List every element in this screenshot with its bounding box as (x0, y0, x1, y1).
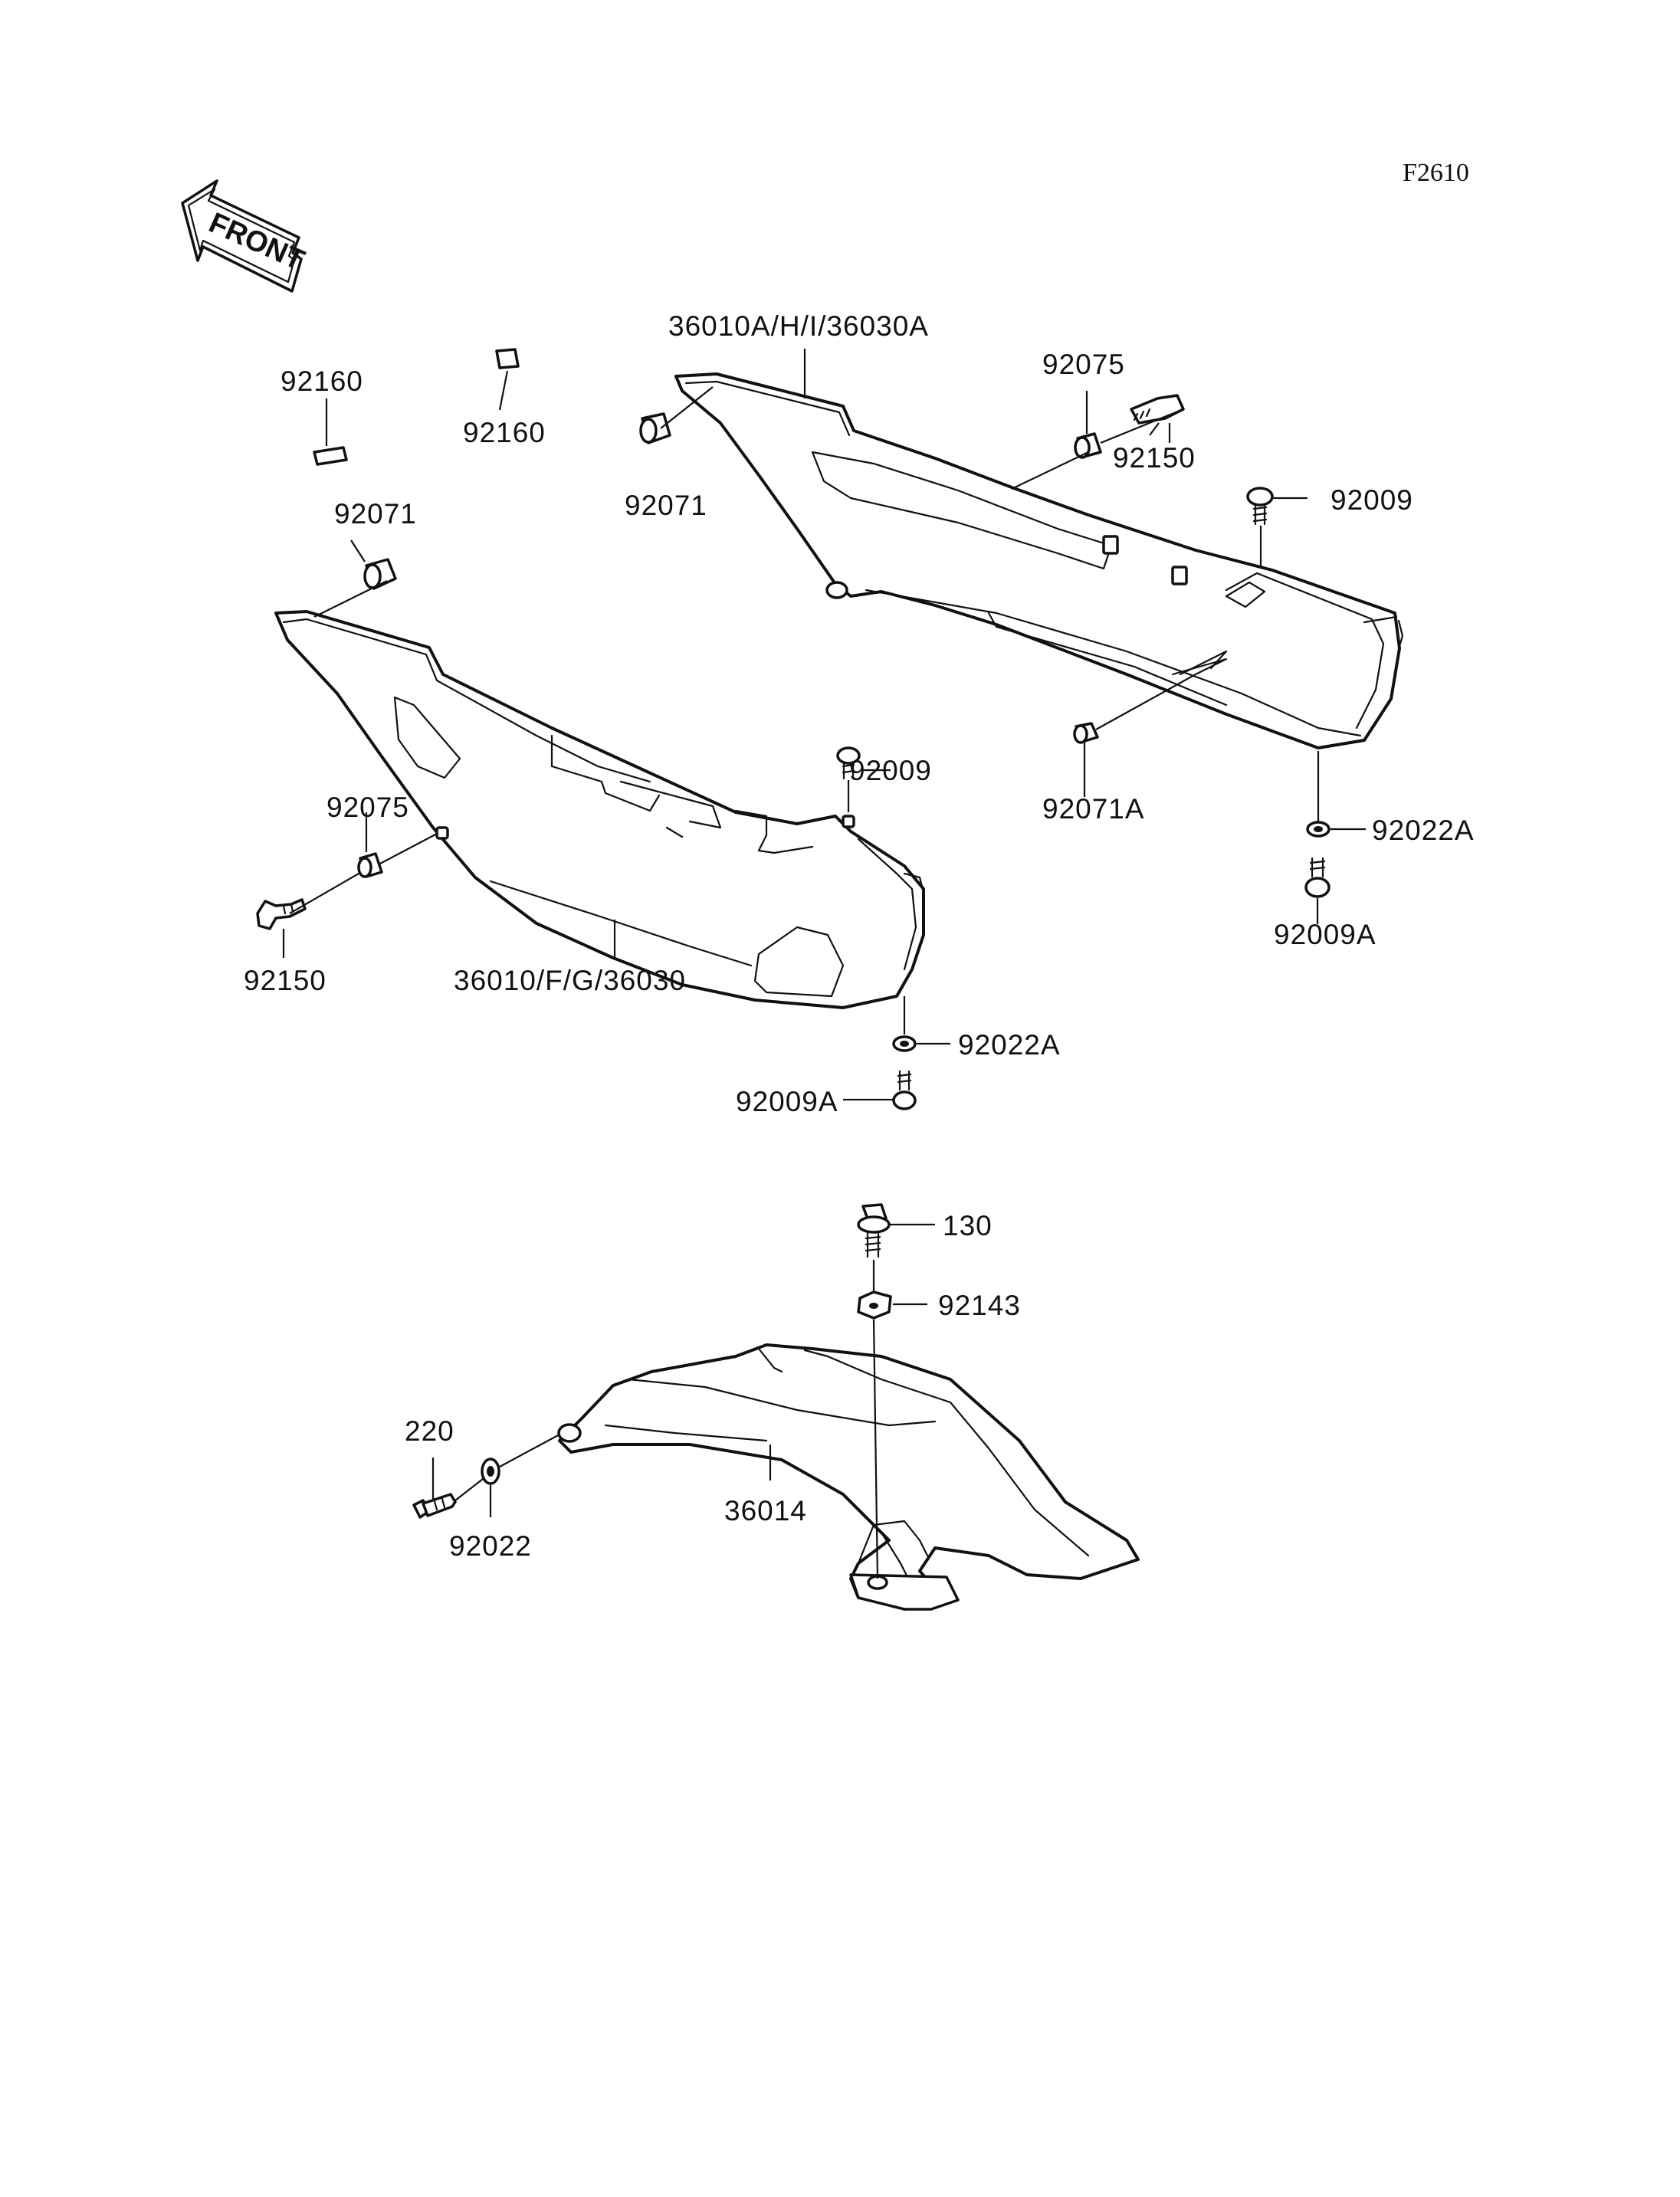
screw-92009-left (836, 746, 861, 780)
screw-92009A-left (892, 1070, 917, 1110)
label-36010A-H-I-36030A: 36010A/H/I/36030A (668, 310, 929, 342)
label-92150-right: 92150 (1113, 442, 1196, 474)
label-92075-left: 92075 (326, 792, 409, 823)
grommet-92160-left (313, 446, 348, 466)
washer-92022 (481, 1458, 500, 1485)
collar-92075-right (1074, 432, 1102, 459)
label-92071-right: 92071 (625, 490, 707, 521)
upper-left-side-cover (274, 610, 925, 1009)
label-92022A-left: 92022A (958, 1029, 1061, 1061)
label-92150-left: 92150 (244, 965, 326, 996)
screw-92009A-right (1304, 857, 1331, 898)
upper-right-side-cover (674, 372, 1404, 749)
label-92009A-left: 92009A (736, 1086, 838, 1117)
collar-92075-left (357, 852, 383, 878)
label-36010-F-G-36030: 36010/F/G/36030 (454, 965, 686, 996)
part-labels: 36010A/H/I/36030A 92160 92160 92075 9215… (244, 310, 1475, 1562)
bolt-92150-left (256, 898, 307, 930)
damper-92071A (1073, 722, 1099, 744)
label-92160-left: 92160 (281, 366, 363, 397)
leader-lines (282, 349, 1366, 1579)
label-92009-right: 92009 (1331, 484, 1413, 516)
label-92022: 92022 (449, 1530, 532, 1562)
label-92143: 92143 (938, 1290, 1021, 1321)
label-92009A-right: 92009A (1274, 919, 1376, 950)
bolt-92150-right (1130, 394, 1185, 425)
label-92071A: 92071A (1042, 793, 1145, 825)
label-220: 220 (405, 1415, 454, 1447)
screw-92009-right (1246, 487, 1274, 526)
label-92071-left: 92071 (334, 498, 417, 530)
label-92075-right: 92075 (1042, 349, 1125, 380)
label-92022A-right: 92022A (1372, 815, 1475, 846)
label-92009-left: 92009 (849, 755, 932, 786)
bolt-130 (857, 1203, 891, 1258)
label-92160-center: 92160 (463, 417, 546, 448)
washer-92022A-right (1306, 821, 1331, 838)
washer-92143 (857, 1290, 892, 1320)
figure-id: F2610 (1403, 159, 1469, 187)
label-130: 130 (943, 1210, 993, 1241)
damper-92071-right (639, 412, 671, 444)
lower-rear-cover (557, 1343, 1140, 1611)
front-direction-arrow-icon: FRONT (181, 179, 309, 293)
damper-92071-left (363, 558, 397, 590)
washer-92022A-left (892, 1035, 917, 1052)
label-36014: 36014 (724, 1495, 807, 1526)
grommet-92160-top (495, 348, 520, 369)
screw-220 (412, 1493, 457, 1519)
